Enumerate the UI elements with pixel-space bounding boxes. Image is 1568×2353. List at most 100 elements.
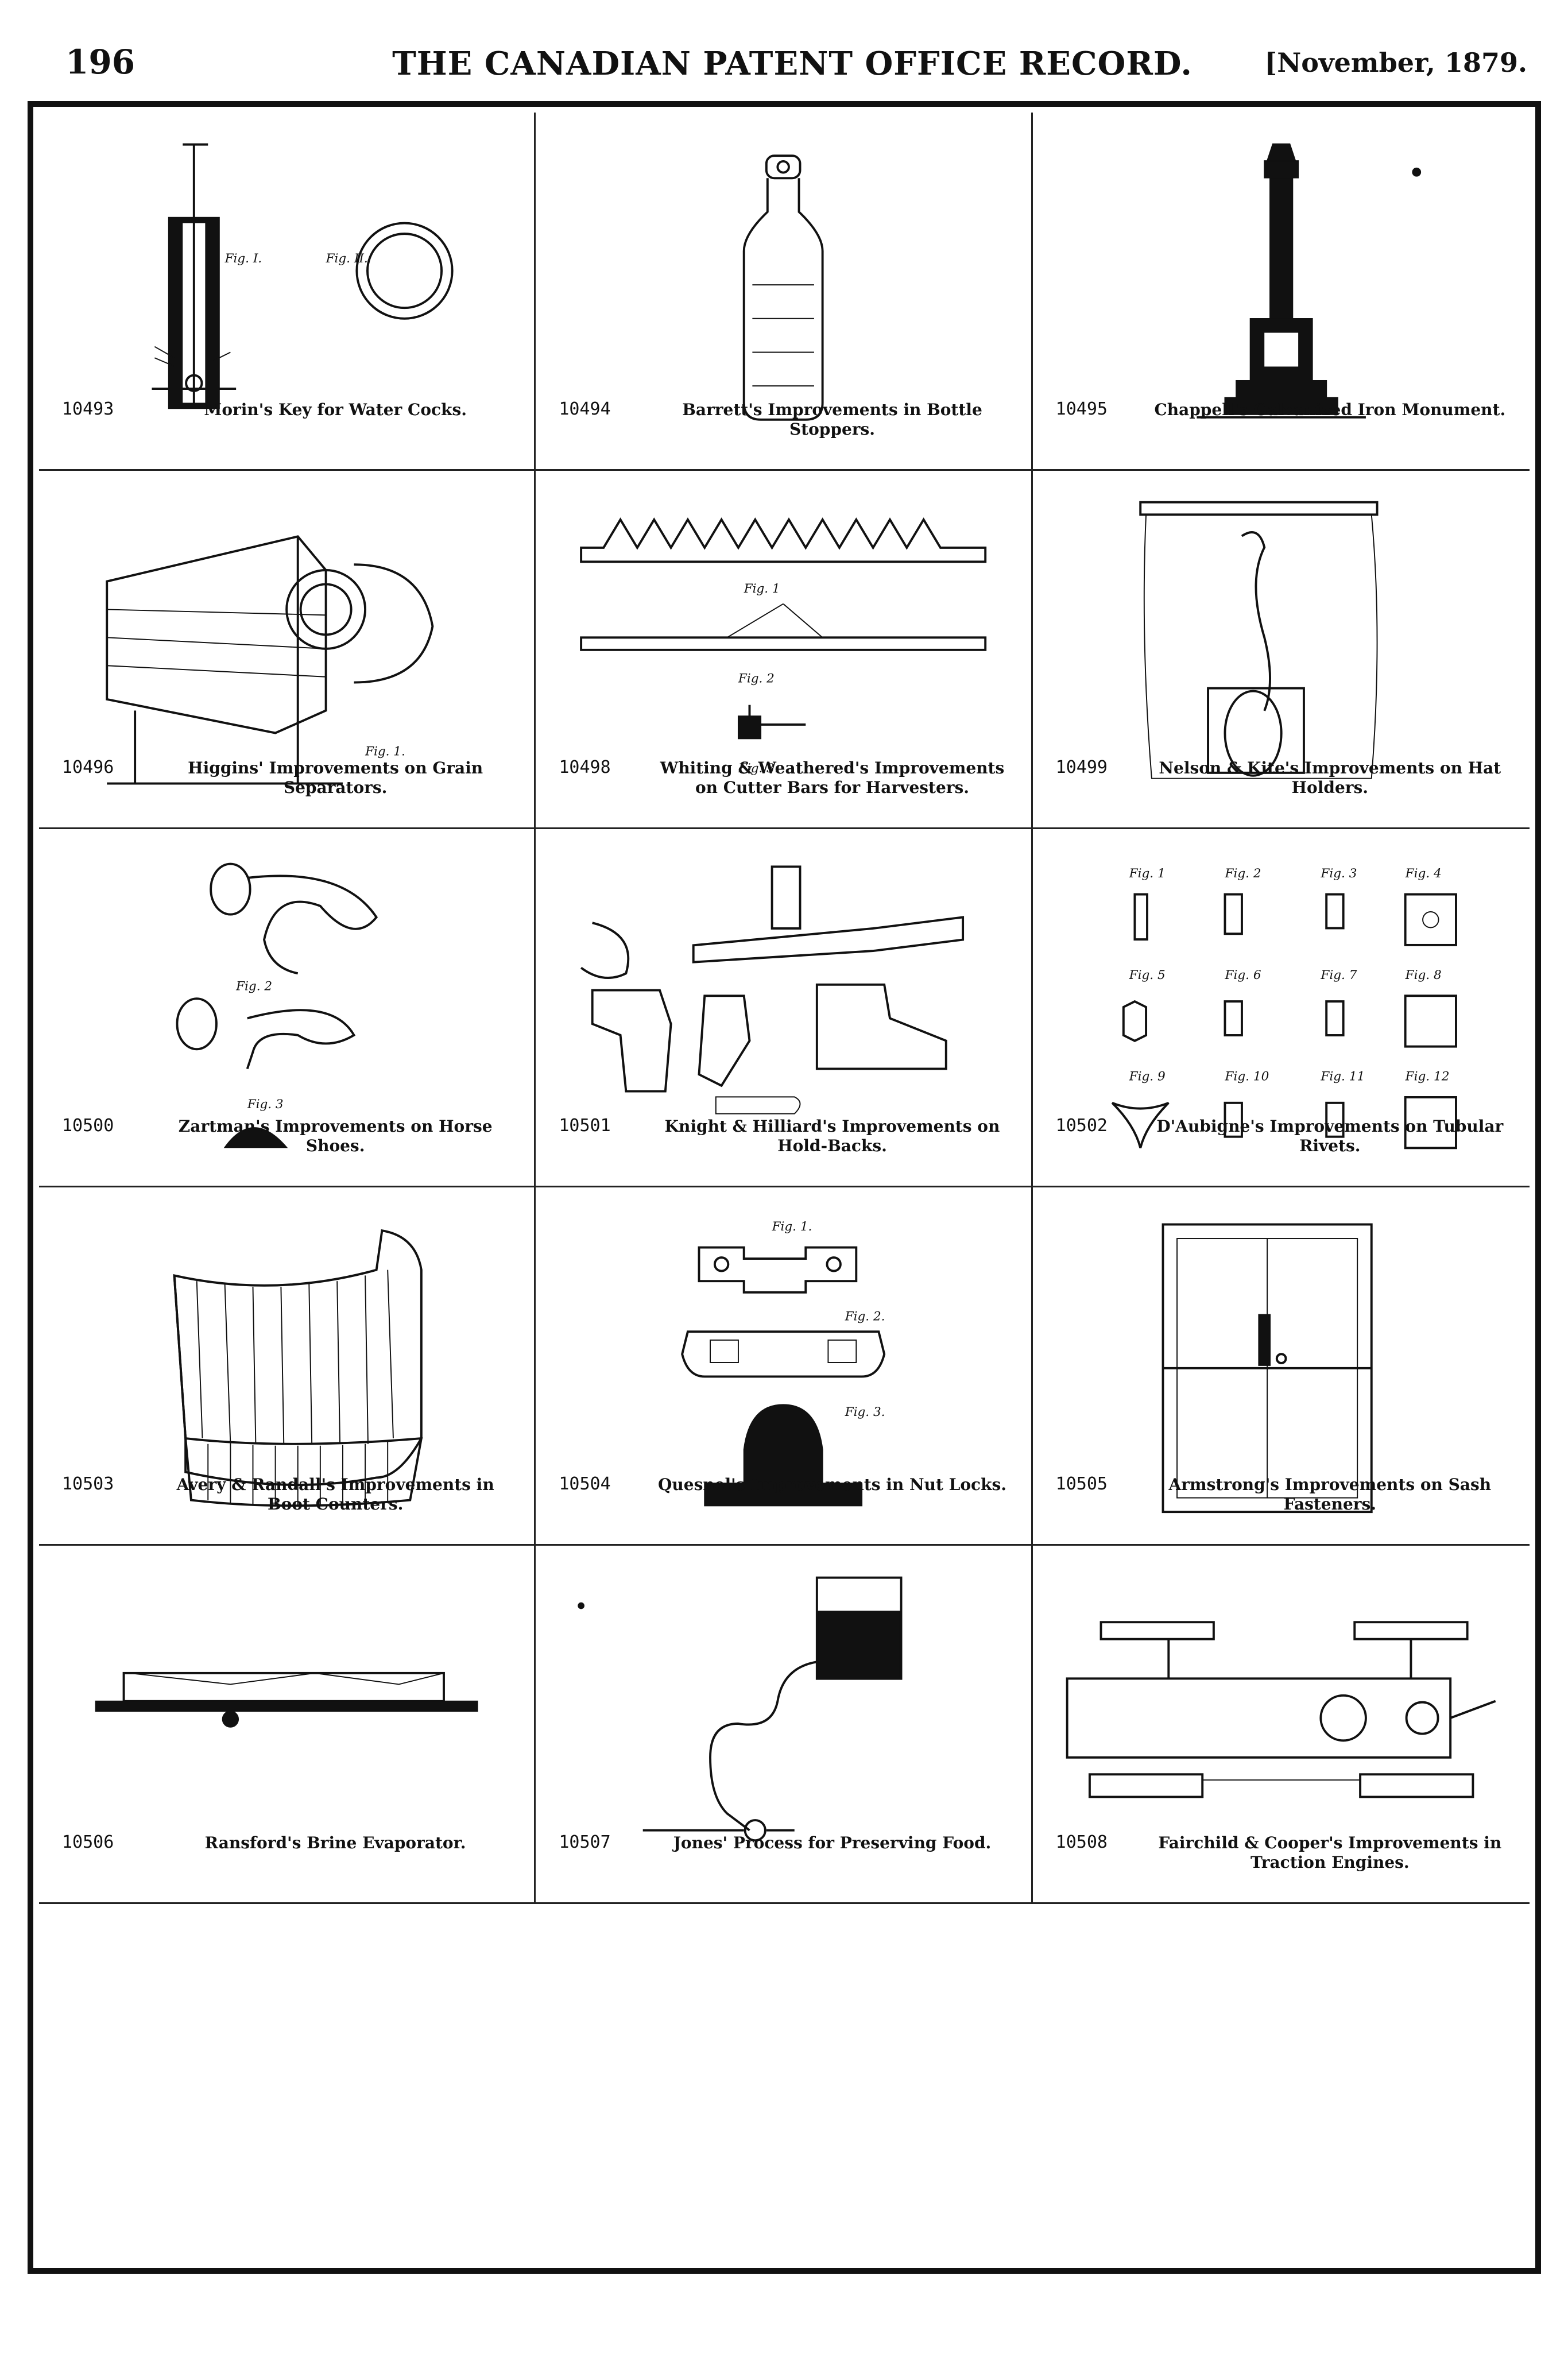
- patent-drawing-water-cock-key: Fig. I. Fig. II.: [62, 136, 511, 440]
- patent-cell: Fig. 1. 10496 Higgins' Improvements on G…: [39, 471, 536, 829]
- patent-drawing-iron-monument: [1056, 136, 1507, 440]
- patent-drawing-tubular-rivet: Fig. 1 Fig. 2 Fig. 3 Fig. 4 Fig. 5 Fig. …: [1056, 852, 1507, 1156]
- patent-drawing-grain-separator: Fig. 1.: [62, 494, 511, 798]
- patent-cell: Fig. 2 Fig. 3 10500 Zartman's Improvemen…: [39, 829, 536, 1187]
- fig-label: Fig. 7: [1320, 968, 1357, 982]
- patent-drawing-bottle-stopper: [559, 136, 1008, 440]
- page-title: THE CANADIAN PATENT OFFICE RECORD.: [392, 45, 1193, 83]
- patent-drawing-boot-counter: [62, 1210, 511, 1515]
- patent-cell: 10505 Armstrong's Improvements on Sash F…: [1032, 1187, 1530, 1546]
- fig-label: Fig. 1.: [772, 1220, 812, 1234]
- patent-caption: 10499 Nelson & Kite's Improvements on Ha…: [1056, 753, 1512, 804]
- fig-label: Fig. 12: [1404, 1070, 1449, 1084]
- fig-label: Fig. 2.: [845, 1310, 885, 1324]
- patent-drawing-brine-evaporator: [62, 1569, 511, 1873]
- patent-caption: 10507 Jones' Process for Preserving Food…: [559, 1828, 1013, 1879]
- patent-number: 10504: [559, 1474, 611, 1494]
- patent-cell: 10506 Ransford's Brine Evaporator.: [39, 1546, 536, 1904]
- patent-cell: 10494 Barrett's Improvements in Bottle S…: [536, 113, 1033, 471]
- fig-label: Fig. I.: [224, 251, 262, 266]
- patent-cell: Fig. 1 Fig. 2 Fig. 3 Fig. 4 Fig. 5 Fig. …: [1032, 829, 1530, 1187]
- fig-label: Fig. 2: [1224, 866, 1261, 881]
- fig-label: Fig. 3: [1320, 866, 1357, 881]
- patent-title: Jones' Process for Preserving Food.: [673, 1833, 992, 1852]
- patent-caption: 10501 Knight & Hilliard's Improvements o…: [559, 1111, 1013, 1163]
- patent-title: Higgins' Improvements on Grain Separator…: [188, 758, 483, 797]
- fig-label: Fig. 1.: [365, 745, 405, 759]
- patent-drawing-hold-back: [559, 852, 1008, 1156]
- patent-title: Armstrong's Improvements on Sash Fastene…: [1168, 1475, 1492, 1514]
- page-number: 196: [65, 42, 135, 82]
- patent-drawing-horse-shoe: Fig. 2 Fig. 3: [62, 852, 511, 1156]
- fig-label: Fig. 5: [1128, 968, 1165, 982]
- patent-caption: 10494 Barrett's Improvements in Bottle S…: [559, 394, 1013, 446]
- patent-cell: 10495 Chappell's Galvanized Iron Monumen…: [1032, 113, 1530, 471]
- fig-label: Fig. 8: [1404, 968, 1441, 982]
- patent-number: 10499: [1055, 757, 1108, 777]
- patent-number: 10493: [62, 399, 114, 419]
- patent-number: 10495: [1055, 399, 1108, 419]
- fig-label: Fig. 1: [744, 582, 780, 596]
- patent-number: 10508: [1055, 1832, 1108, 1852]
- fig-label: Fig. 2: [235, 980, 272, 994]
- patent-cell: Fig. I. Fig. II. 10493 Morin's Key for W…: [39, 113, 536, 471]
- patent-caption: 10502 D'Aubigne's Improvements on Tubula…: [1056, 1111, 1512, 1163]
- fig-label: Fig. 4: [1404, 866, 1441, 881]
- patent-caption: 10505 Armstrong's Improvements on Sash F…: [1056, 1469, 1512, 1521]
- patent-number: 10498: [559, 757, 611, 777]
- patent-caption: 10496 Higgins' Improvements on Grain Sep…: [62, 753, 517, 804]
- patent-drawing-sash-fastener: [1056, 1210, 1507, 1515]
- patent-title: Avery & Randall's Improvements in Boot C…: [176, 1475, 494, 1514]
- patent-caption: 10508 Fairchild & Cooper's Improvements …: [1056, 1828, 1512, 1879]
- patent-title: Chappell's Galvanized Iron Monument.: [1154, 400, 1506, 419]
- patent-number: 10501: [559, 1116, 611, 1136]
- patent-number: 10496: [62, 757, 114, 777]
- patent-drawing-food-preserving: [559, 1569, 1008, 1873]
- fig-label: Fig. 2: [738, 672, 775, 686]
- patent-number: 10505: [1055, 1474, 1108, 1494]
- patent-caption: 10493 Morin's Key for Water Cocks.: [62, 394, 517, 446]
- patent-drawing-hat-holder: [1056, 494, 1507, 798]
- patent-number: 10506: [62, 1832, 114, 1852]
- fig-label: Fig. 11: [1320, 1070, 1365, 1084]
- patent-caption: 10504 Quesnel's Improvements in Nut Lock…: [559, 1469, 1013, 1521]
- patent-cell: Fig. 1. Fig. 2. Fig. 3. 10504 Quesnel's …: [536, 1187, 1033, 1546]
- patent-cell: 10507 Jones' Process for Preserving Food…: [536, 1546, 1033, 1904]
- fig-label: Fig. 9: [1128, 1070, 1165, 1084]
- patent-title: Whiting & Weathered's Improvements on Cu…: [660, 758, 1005, 797]
- fig-label: Fig. 3.: [845, 1405, 885, 1419]
- patent-number: 10500: [62, 1116, 114, 1136]
- patent-title: Ransford's Brine Evaporator.: [204, 1833, 466, 1852]
- fig-label: Fig. 10: [1224, 1070, 1269, 1084]
- patent-cell: 10503 Avery & Randall's Improvements in …: [39, 1187, 536, 1546]
- patent-caption: 10506 Ransford's Brine Evaporator.: [62, 1828, 517, 1879]
- patent-grid: Fig. I. Fig. II. 10493 Morin's Key for W…: [39, 113, 1530, 2262]
- patent-caption: 10498 Whiting & Weathered's Improvements…: [559, 753, 1013, 804]
- patent-number: 10507: [559, 1832, 611, 1852]
- patent-cell: 10508 Fairchild & Cooper's Improvements …: [1032, 1546, 1530, 1904]
- patent-grid-frame: Fig. I. Fig. II. 10493 Morin's Key for W…: [28, 101, 1541, 2274]
- fig-label: Fig. II.: [326, 251, 368, 266]
- patent-number: 10494: [559, 399, 611, 419]
- patent-title: Barrett's Improvements in Bottle Stopper…: [682, 400, 982, 439]
- patent-number: 10502: [1055, 1116, 1108, 1136]
- patent-title: Nelson & Kite's Improvements on Hat Hold…: [1159, 758, 1501, 797]
- page-header: 196 THE CANADIAN PATENT OFFICE RECORD. […: [57, 40, 1527, 92]
- patent-cell: 10499 Nelson & Kite's Improvements on Ha…: [1032, 471, 1530, 829]
- patent-title: Fairchild & Cooper's Improvements in Tra…: [1158, 1833, 1502, 1872]
- fig-label: Fig. 1: [1128, 866, 1165, 881]
- patent-drawing-traction-engine: [1056, 1569, 1507, 1873]
- fig-label: Fig. 6: [1224, 968, 1261, 982]
- patent-title: Zartman's Improvements on Horse Shoes.: [178, 1117, 493, 1155]
- fig-label: Fig. 3.: [738, 761, 779, 776]
- patent-title: Quesnel's Improvements in Nut Locks.: [658, 1475, 1006, 1494]
- patent-caption: 10495 Chappell's Galvanized Iron Monumen…: [1056, 394, 1512, 446]
- patent-cell: 10501 Knight & Hilliard's Improvements o…: [536, 829, 1033, 1187]
- patent-title: D'Aubigne's Improvements on Tubular Rive…: [1156, 1117, 1504, 1155]
- patent-caption: 10503 Avery & Randall's Improvements in …: [62, 1469, 517, 1521]
- issue-date: [November, 1879.: [1264, 47, 1527, 78]
- patent-drawing-nut-lock: Fig. 1. Fig. 2. Fig. 3.: [559, 1210, 1008, 1515]
- patent-number: 10503: [62, 1474, 114, 1494]
- patent-caption: 10500 Zartman's Improvements on Horse Sh…: [62, 1111, 517, 1163]
- fig-label: Fig. 3: [247, 1097, 284, 1112]
